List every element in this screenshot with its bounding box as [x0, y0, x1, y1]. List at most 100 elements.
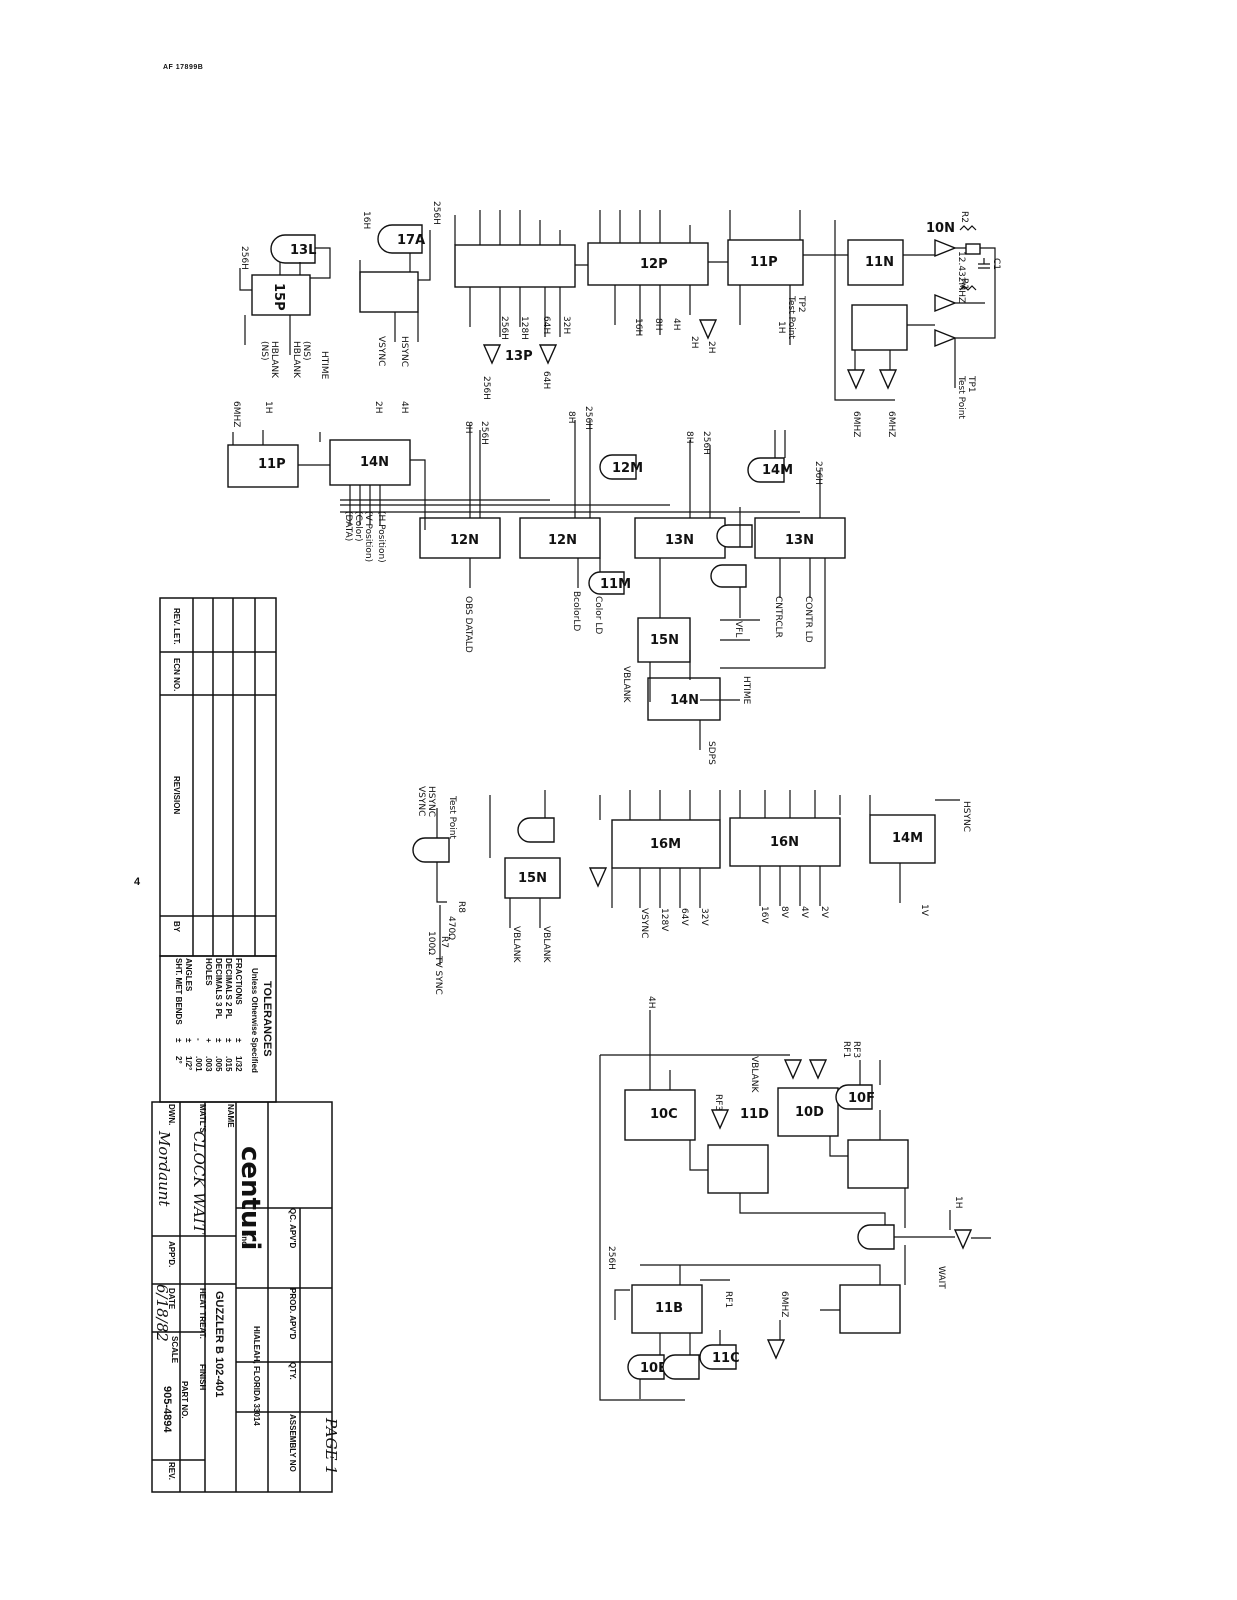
revision-header: REVISION — [172, 776, 181, 814]
date-label: DATE — [167, 1288, 176, 1310]
svg-text:RF1: RF1 — [841, 1041, 851, 1058]
svg-text:128V: 128V — [659, 908, 669, 932]
svg-text:VSYNC: VSYNC — [639, 908, 649, 938]
svg-text:256H: 256H — [701, 431, 711, 455]
svg-text:R2: R2 — [959, 211, 969, 223]
inverter-13P-1 — [482, 344, 502, 365]
svg-text:10F: 10F — [848, 1091, 875, 1106]
svg-text:VBLANK: VBLANK — [541, 926, 551, 963]
svg-text:CNTRCLR: CNTRCLR — [773, 596, 783, 638]
chip-10C — [624, 1089, 696, 1141]
chip-label-11P: 11P — [750, 255, 778, 270]
inverter-11D-4 — [953, 1229, 973, 1250]
chip-10D-b — [847, 1139, 909, 1189]
chip-11P — [727, 239, 804, 286]
svg-text:.005: .005 — [214, 1056, 223, 1072]
svg-text:(DATA): (DATA) — [343, 511, 353, 541]
svg-text:±: ± — [224, 1038, 233, 1043]
page-number: 4 — [134, 876, 141, 888]
svg-text:14N: 14N — [670, 693, 699, 708]
svg-text:4V: 4V — [799, 906, 809, 919]
svg-text:Unless Otherwise Specified: Unless Otherwise Specified — [250, 968, 259, 1073]
chip-16N — [869, 814, 936, 864]
dwn-label: DWN. — [167, 1104, 176, 1125]
svg-text:WAIT: WAIT — [936, 1266, 946, 1289]
svg-text:1/2°: 1/2° — [184, 1056, 193, 1070]
chip-11N-a — [847, 239, 904, 286]
name-label: NAME — [226, 1104, 235, 1128]
svg-text:Test Point: Test Point — [786, 295, 796, 339]
chip-12N-a — [419, 517, 501, 559]
chip-13N-a — [634, 517, 726, 559]
svg-text:HSYNC: HSYNC — [426, 786, 436, 817]
svg-text:16V: 16V — [759, 906, 769, 924]
svg-text:11M: 11M — [600, 577, 631, 592]
chip-flipflop-hsync — [359, 271, 419, 313]
svg-text:4H: 4H — [399, 401, 409, 414]
svg-text:2V: 2V — [819, 906, 829, 919]
chip-14N-b — [647, 677, 721, 721]
appd-label: APP'D. — [167, 1241, 176, 1267]
svg-text:TV SYNC: TV SYNC — [433, 955, 443, 995]
svg-text:32V: 32V — [699, 908, 709, 926]
svg-text:8H: 8H — [653, 318, 663, 331]
svg-text:DECIMALS 3 PL: DECIMALS 3 PL — [214, 958, 223, 1019]
svg-text:1H: 1H — [776, 321, 786, 334]
inverter-10N-5 — [878, 369, 898, 390]
inverter-10N-2 — [934, 293, 957, 313]
svg-text:(V Position): (V Position) — [363, 511, 373, 562]
chip-13N-b — [754, 517, 846, 559]
middle-section: 11P 14N 12N 12N 13N 13N 12M 11M 14M 15N … — [227, 401, 846, 765]
capacitor-C1 — [978, 258, 990, 269]
chip-11B — [631, 1284, 703, 1334]
svg-text:R1: R1 — [959, 278, 969, 290]
svg-text:Test Point: Test Point — [956, 375, 966, 419]
svg-text:6MHZ: 6MHZ — [231, 401, 241, 427]
inverter-10N-3 — [934, 328, 957, 348]
svg-text:14M: 14M — [892, 831, 923, 846]
chip-12M — [599, 454, 637, 480]
svg-text:6MHZ: 6MHZ — [779, 1291, 789, 1317]
svg-text:11D: 11D — [740, 1107, 769, 1122]
svg-text:470Ω: 470Ω — [446, 916, 456, 940]
svg-text:14N: 14N — [360, 455, 389, 470]
chip-17M — [611, 819, 721, 869]
svg-text:VFL: VFL — [733, 621, 743, 637]
svg-text:256H: 256H — [813, 461, 823, 485]
inverter-11D-5 — [766, 1339, 786, 1360]
chip-12M-b — [710, 564, 747, 588]
svg-text:2H: 2H — [689, 336, 699, 349]
svg-text:12M: 12M — [612, 461, 643, 476]
clock-wait-section: 10C 10D 10F 11D 11B 10E 11C 4H VBLANK — [599, 996, 991, 1401]
svg-text:VBLANK: VBLANK — [749, 1056, 759, 1093]
svg-text:(H Position): (H Position) — [376, 511, 386, 563]
svg-text:.001: .001 — [194, 1056, 203, 1072]
svg-text:14M: 14M — [762, 463, 793, 478]
svg-text:(Color): (Color) — [353, 511, 363, 542]
svg-text:12.432MHZ: 12.432MHZ — [956, 251, 966, 303]
matls-label: MATL'S — [198, 1104, 207, 1134]
svg-text:12N: 12N — [548, 533, 577, 548]
drawing-code: AF 17899B — [163, 64, 204, 71]
svg-text:10D: 10D — [795, 1105, 824, 1120]
svg-text:TP2: TP2 — [796, 295, 806, 313]
project-title: GUZZLER B 102-401 — [213, 1291, 225, 1397]
svg-text:HSYNC: HSYNC — [961, 801, 971, 832]
svg-text:100Ω: 100Ω — [426, 931, 436, 955]
qty-label: QTY. — [288, 1362, 297, 1380]
resistor-R1 — [959, 285, 977, 291]
svg-text:HBLANK: HBLANK — [291, 341, 301, 379]
svg-text:10E: 10E — [640, 1361, 667, 1376]
tolerances-title: TOLERANCES — [261, 981, 273, 1057]
svg-text:R7: R7 — [439, 936, 449, 948]
svg-text:256H: 256H — [499, 316, 509, 340]
tolerance-rows: FRACTIONS ± 1/32 DECIMALS 2 PL ± .015 DE… — [174, 958, 243, 1072]
svg-text:4H: 4H — [646, 996, 656, 1009]
chip-label-15P: 15P — [271, 283, 286, 311]
chip-15P — [251, 274, 311, 316]
svg-text:1V: 1V — [919, 904, 929, 917]
svg-text:1H: 1H — [263, 401, 273, 414]
company-logo: centuri — [235, 1146, 265, 1250]
chip-11M-a — [716, 524, 753, 548]
